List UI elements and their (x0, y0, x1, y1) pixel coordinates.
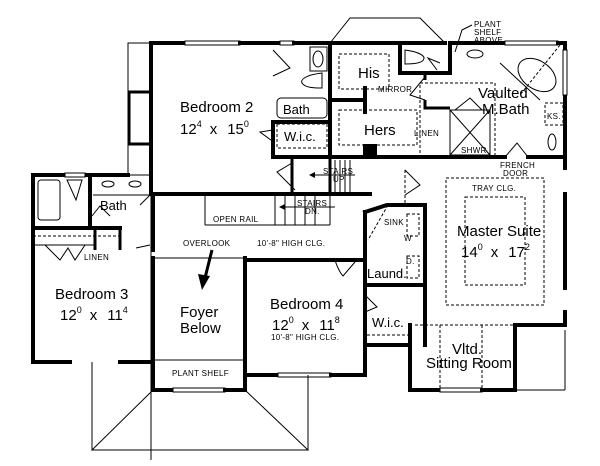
note-linen-b3: LINEN (84, 253, 109, 262)
note-hall-clg: 10'-8" HIGH CLG. (257, 239, 325, 248)
stairs (204, 157, 355, 226)
left-upper-strip (127, 42, 153, 176)
note-plant-shelf-above-1: PLANT (474, 20, 501, 29)
room-label-his: His (358, 65, 380, 82)
note-french-door-2: DOOR (503, 169, 528, 178)
room-label-bath-3: Bath (100, 198, 127, 213)
note-dryer: D. (406, 257, 415, 266)
room-label-mbath-1: Vaulted (478, 85, 528, 102)
room-label-bedroom-4: Bedroom 4 (270, 296, 343, 313)
note-shwr: SHWR. (461, 146, 489, 155)
note-stairs-dn-2: DN. (305, 207, 320, 216)
note-bedroom-4-clg: 10'-8" HIGH CLG. (271, 333, 339, 342)
room-label-bedroom-3: Bedroom 3 (55, 286, 128, 303)
room-label-master-suite: Master Suite (457, 223, 541, 240)
note-tray-clg: TRAY CLG. (472, 184, 516, 193)
room-label-bedroom-2: Bedroom 2 (180, 99, 253, 116)
master-suite-walls (408, 177, 567, 393)
plant-shelf-leader (454, 24, 473, 53)
note-sink: SINK (384, 218, 404, 227)
room-label-mbath-2: M.Bath (482, 101, 530, 118)
stairs-up-arrow-icon (309, 172, 315, 178)
foyer-walls (90, 249, 310, 451)
note-mirror: MIRROR (378, 85, 412, 94)
note-stairs-up-2: UP (333, 175, 345, 184)
room-label-sitting-2: Sitting Room (426, 355, 512, 372)
room-label-wic-4: W.i.c. (372, 315, 404, 330)
stairs-dn-arrow-icon (279, 204, 285, 210)
note-open-rail: OPEN RAIL (213, 215, 259, 224)
room-label-bath-2: Bath (283, 102, 310, 117)
bedroom-4-walls (243, 258, 367, 450)
note-stairs-dn-1: STAIRS (297, 199, 327, 208)
room-label-wic-2: W.i.c. (284, 129, 316, 144)
note-plant-shelf-above-3: ABOVE (474, 36, 503, 45)
room-label-foyer-2: Below (180, 320, 221, 337)
note-ks: KS. (547, 112, 561, 121)
note-linen-master: LINEN (414, 129, 439, 138)
note-washer: W (404, 234, 412, 243)
note-plant-shelf-above-2: SHELF (474, 28, 501, 37)
room-label-foyer-1: Foyer (180, 304, 218, 321)
bath-2-fixtures (276, 46, 328, 149)
note-plant-shelf: PLANT SHELF (172, 369, 229, 378)
master-bath (419, 40, 568, 170)
room-label-sitting-1: Vltd. (452, 341, 482, 358)
his-hers-closets (328, 17, 452, 159)
note-overlook: OVERLOOK (183, 239, 231, 248)
room-label-hers: Hers (364, 122, 396, 139)
note-stairs-up-1: STAIRS (323, 167, 353, 176)
room-label-laundry: Laund. (367, 266, 407, 281)
note-french-door-1: FRENCH (500, 161, 535, 170)
